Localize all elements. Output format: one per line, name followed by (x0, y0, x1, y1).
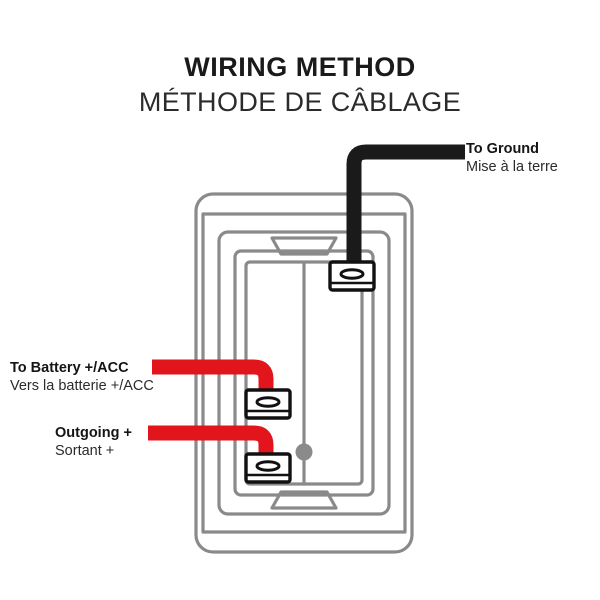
terminal-ground (328, 260, 376, 292)
switch-bottom-clip (270, 490, 338, 510)
battery-wire (152, 359, 274, 400)
callout-to-ground-label-fr: Mise à la terre (466, 159, 558, 176)
callout-outgoing: Outgoing + Sortant + (55, 424, 132, 460)
ground-wire (346, 144, 465, 272)
terminal-ground-oval-slot (339, 268, 365, 280)
callout-to-ground-label-en: To Ground (466, 141, 540, 157)
callout-to-battery-label-fr: Vers la batterie +/ACC (10, 378, 154, 395)
terminal-outgoing-oval-slot (255, 460, 281, 472)
callout-to-battery: To Battery +/ACC Vers la batterie +/ACC (10, 359, 154, 395)
outgoing-wire (148, 425, 274, 464)
page-title-french: MÉTHODE DE CÂBLAGE (138, 87, 462, 118)
page-title-english: WIRING METHOD (184, 52, 416, 82)
callout-to-battery-label-en: To Battery +/ACC (10, 360, 129, 376)
switch-top-clip (270, 236, 338, 256)
callout-outgoing-label-en: Outgoing + (55, 425, 132, 441)
page-title: WIRING METHOD MÉTHODE DE CÂBLAGE (0, 52, 600, 120)
terminal-battery-oval-slot (255, 396, 281, 408)
callout-to-ground: To Ground Mise à la terre (466, 140, 558, 176)
callout-outgoing-label-fr: Sortant + (55, 443, 115, 460)
pivot-dot (295, 443, 313, 461)
terminal-outgoing (244, 452, 292, 484)
terminal-battery (244, 388, 292, 420)
